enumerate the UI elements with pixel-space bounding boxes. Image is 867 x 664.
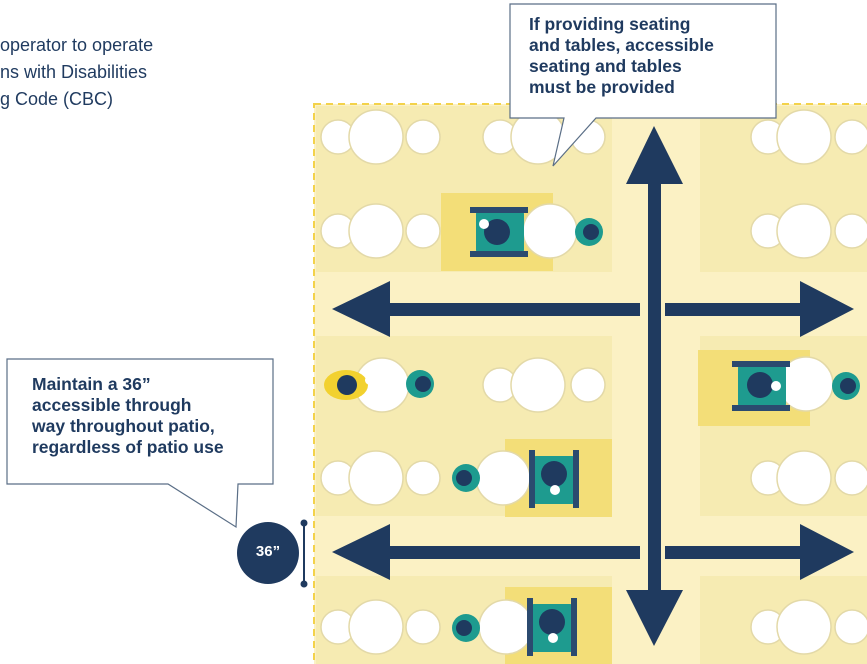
callout-through-way-line-4: regardless of patio use bbox=[32, 437, 224, 457]
intro-line-1: operator to operate bbox=[0, 35, 154, 55]
dimension-badge-label: 36” bbox=[255, 543, 281, 560]
tables bbox=[320, 109, 867, 655]
seated-people bbox=[324, 218, 860, 642]
callout-through-way-line-3: way throughout patio, bbox=[32, 416, 215, 436]
callout-through-way-line-2: accessible through bbox=[32, 395, 192, 415]
callout-seating-line-1: If providing seating bbox=[529, 14, 691, 34]
callout-through-way-line-1: Maintain a 36” bbox=[32, 374, 151, 394]
wheelchair-user-4 bbox=[527, 598, 577, 656]
callout-through-way: Maintain a 36” accessible through way th… bbox=[32, 374, 224, 458]
callout-through-way-box bbox=[6, 358, 274, 529]
intro-text: operator to operate ns with Disabilities… bbox=[0, 32, 240, 113]
through-way-arrows bbox=[332, 126, 854, 646]
callout-seating: If providing seating and tables, accessi… bbox=[529, 14, 714, 98]
wheelchair-user-3 bbox=[529, 450, 579, 508]
callout-seating-line-3: seating and tables bbox=[529, 56, 682, 76]
callout-seating-line-4: must be provided bbox=[529, 77, 675, 97]
wheelchair-user-2 bbox=[732, 361, 790, 411]
intro-line-2: ns with Disabilities bbox=[0, 62, 148, 82]
intro-line-3: g Code (CBC) bbox=[0, 89, 114, 109]
dimension-badge bbox=[237, 522, 299, 584]
callout-seating-box bbox=[509, 3, 777, 167]
wheelchair-user-1 bbox=[470, 207, 528, 257]
callout-seating-line-2: and tables, accessible bbox=[529, 35, 714, 55]
dimension-marker bbox=[237, 519, 308, 588]
